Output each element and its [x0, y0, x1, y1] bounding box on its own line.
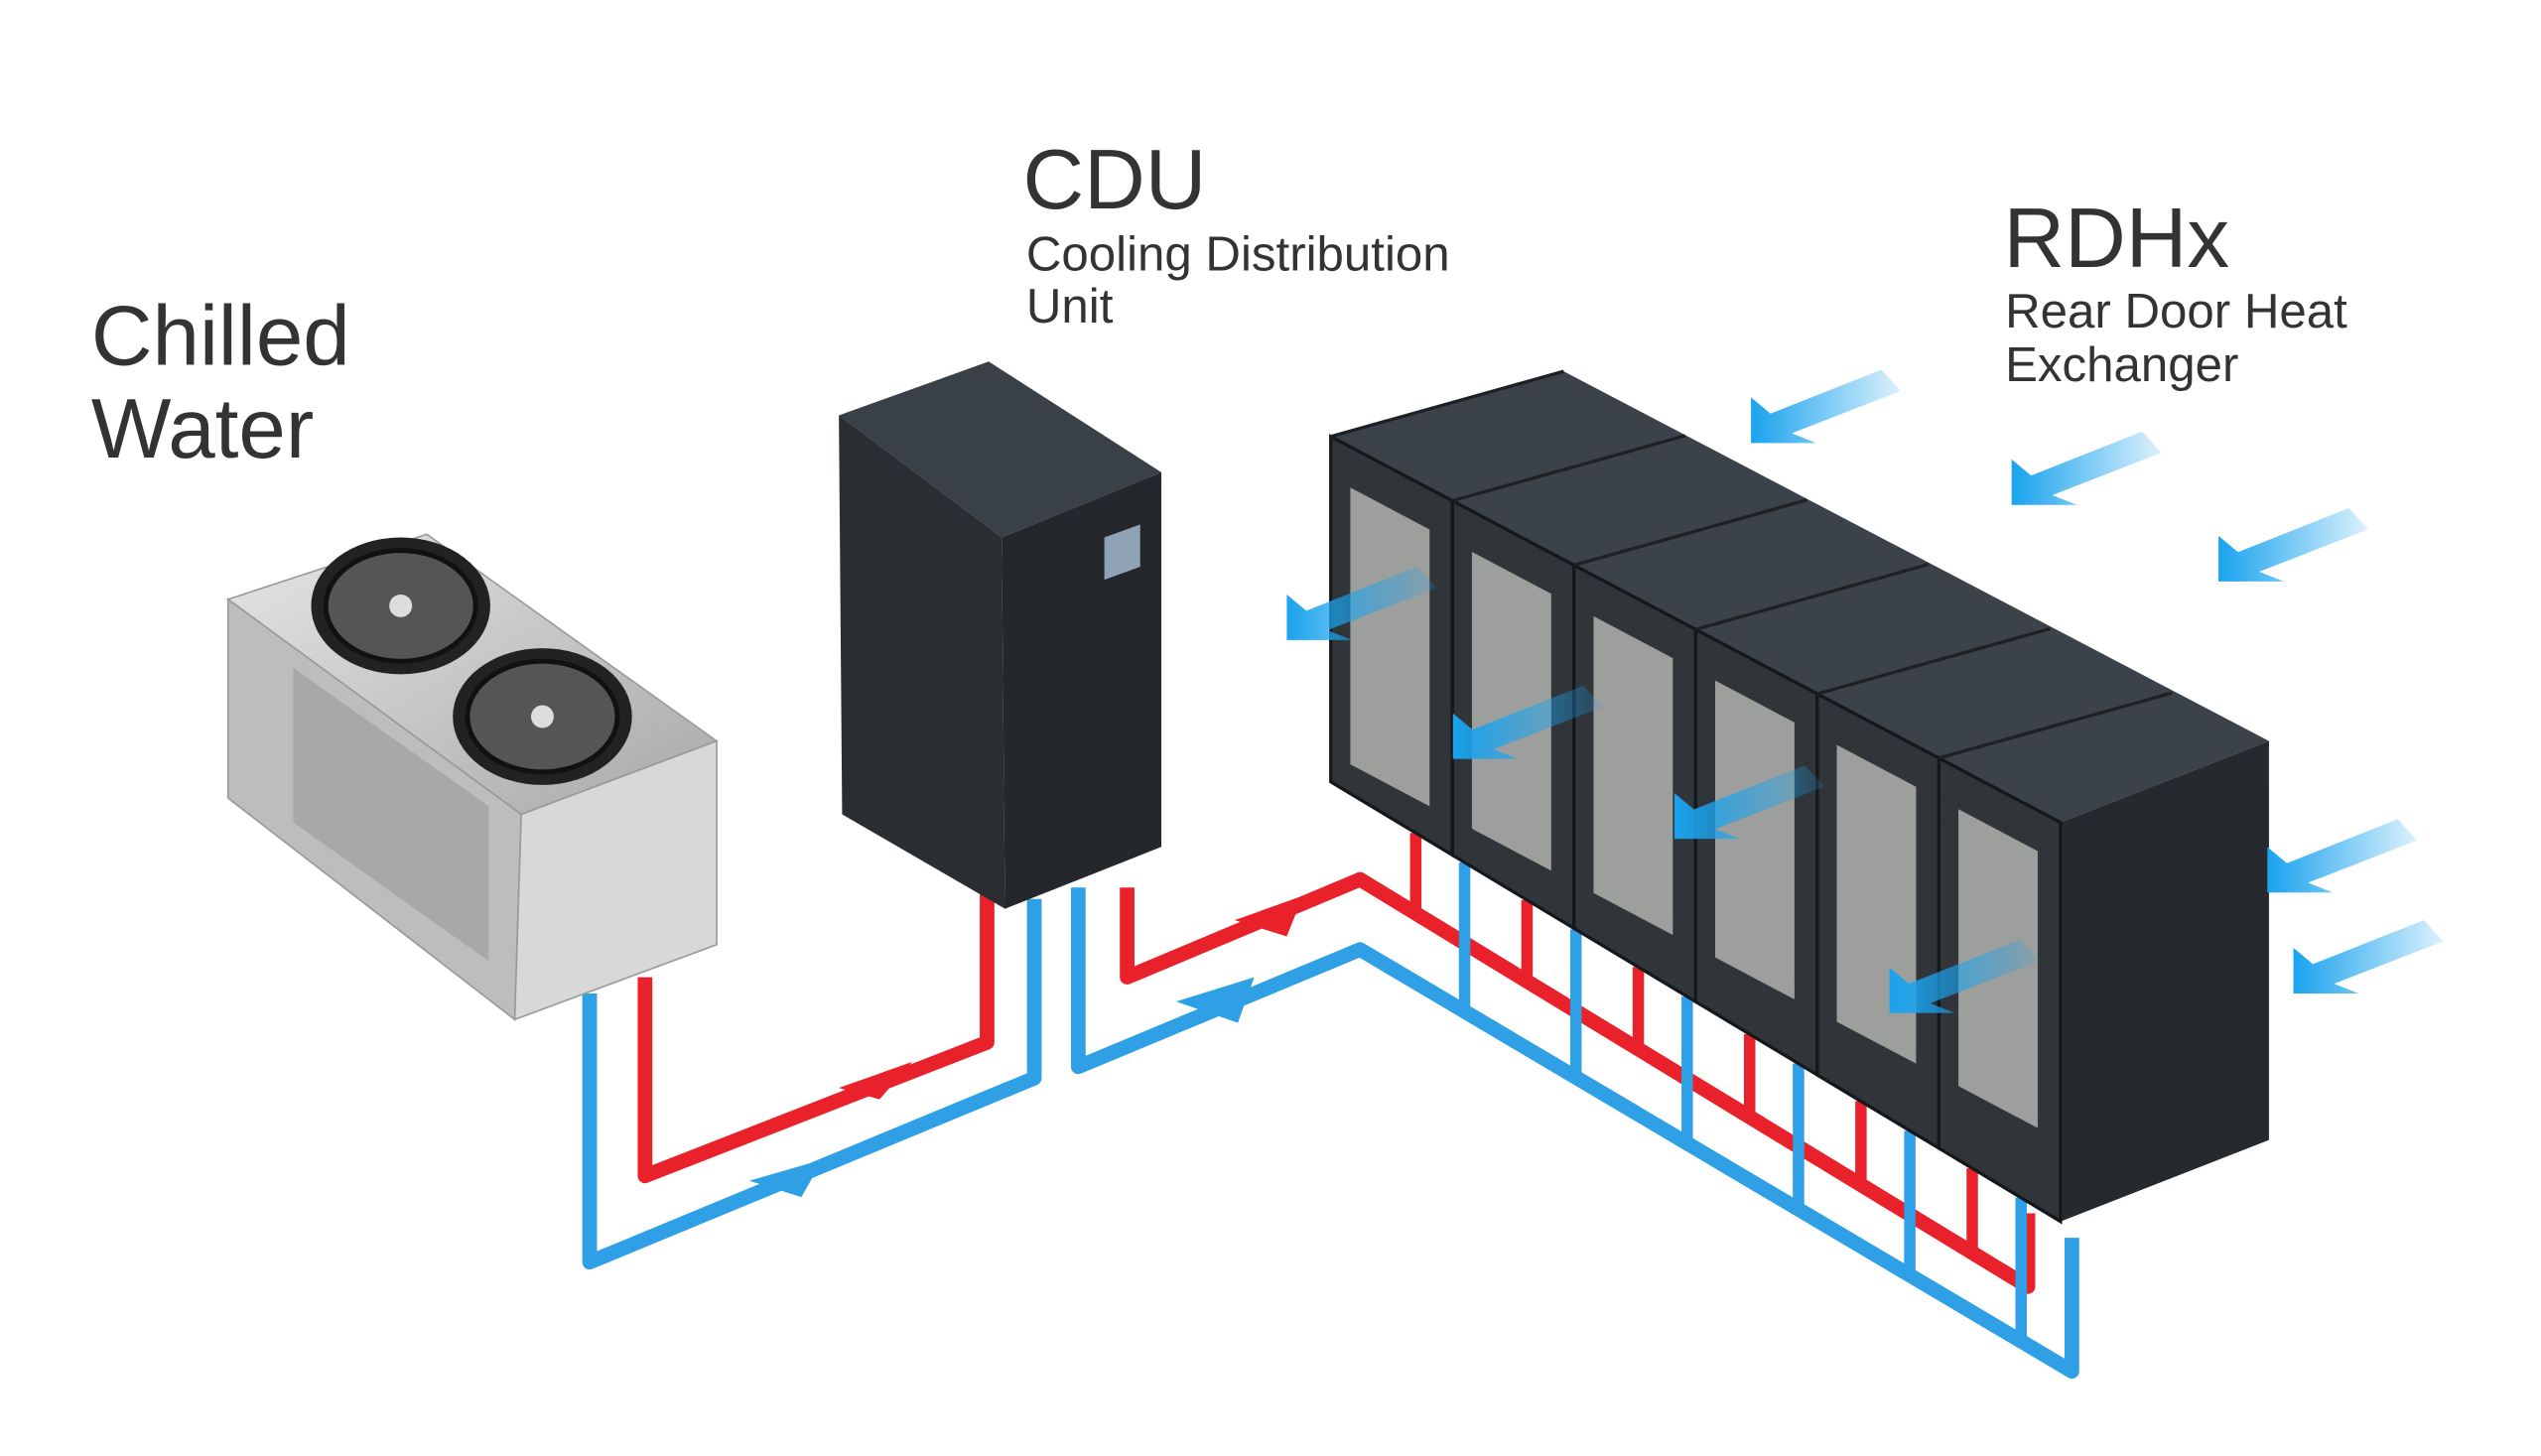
- chilled-water-line2: Water: [91, 382, 314, 476]
- rdhx-subtitle-line1: Rear Door Heat: [2005, 284, 2347, 338]
- airflow-arrows: [1286, 369, 2444, 1013]
- chilled-water-label: Chilled Water: [91, 290, 350, 477]
- rdhx-subtitle-line2: Exchanger: [2005, 337, 2238, 392]
- cdu-title: CDU: [1023, 133, 1207, 227]
- chiller-hot-pipe: [637, 887, 995, 1184]
- airflow-arrow-icon: [1751, 369, 1902, 444]
- rack-cabinet: [1693, 626, 1819, 1078]
- rack-cabinet: [1329, 434, 1454, 859]
- rack-door-glass: [1836, 744, 1917, 1064]
- airflow-arrow-icon: [2218, 507, 2369, 582]
- cdu-subtitle-line2: Unit: [1026, 279, 1114, 333]
- rdhx-label: RDHx Rear Door Heat Exchanger: [2003, 192, 2347, 392]
- rack-door-glass: [1715, 680, 1795, 999]
- cdu-subtitle-line1: Cooling Distribution: [1026, 226, 1450, 281]
- flow-arrow: [1234, 895, 1303, 937]
- rdhx-title: RDHx: [2003, 192, 2229, 286]
- rack-door-glass: [1471, 552, 1551, 871]
- rack-hot-header: [1120, 871, 2036, 1294]
- rack-door-glass: [1350, 487, 1430, 807]
- cdu-label: CDU Cooling Distribution Unit: [1023, 133, 1450, 333]
- flow-arrow: [839, 1061, 912, 1100]
- flow-arrow: [1175, 977, 1255, 1023]
- rack-cabinet: [1815, 691, 1941, 1151]
- airflow-arrow-icon: [1286, 567, 1437, 640]
- cdu-display: [1104, 524, 1140, 581]
- flow-arrow: [748, 1159, 823, 1198]
- fan-icon: [453, 648, 632, 785]
- chilled-water-line1: Chilled: [91, 290, 350, 384]
- rack-cold-header: [1070, 887, 2079, 1380]
- airflow-arrow-icon: [1673, 765, 1824, 840]
- chiller-unit: [225, 533, 719, 1021]
- pipes: [582, 833, 2079, 1380]
- airflow-arrow-icon: [2293, 920, 2444, 993]
- rack-door-glass: [1593, 615, 1673, 936]
- rack-cabinet: [1572, 562, 1697, 1005]
- airflow-arrow-icon: [1889, 939, 2040, 1013]
- airflow-arrow-icon: [2011, 431, 2162, 505]
- airflow-arrow-icon: [2267, 819, 2418, 893]
- airflow-arrow-icon: [1452, 685, 1603, 759]
- cdu-cabinet: [839, 361, 1162, 909]
- fan-icon: [311, 537, 490, 675]
